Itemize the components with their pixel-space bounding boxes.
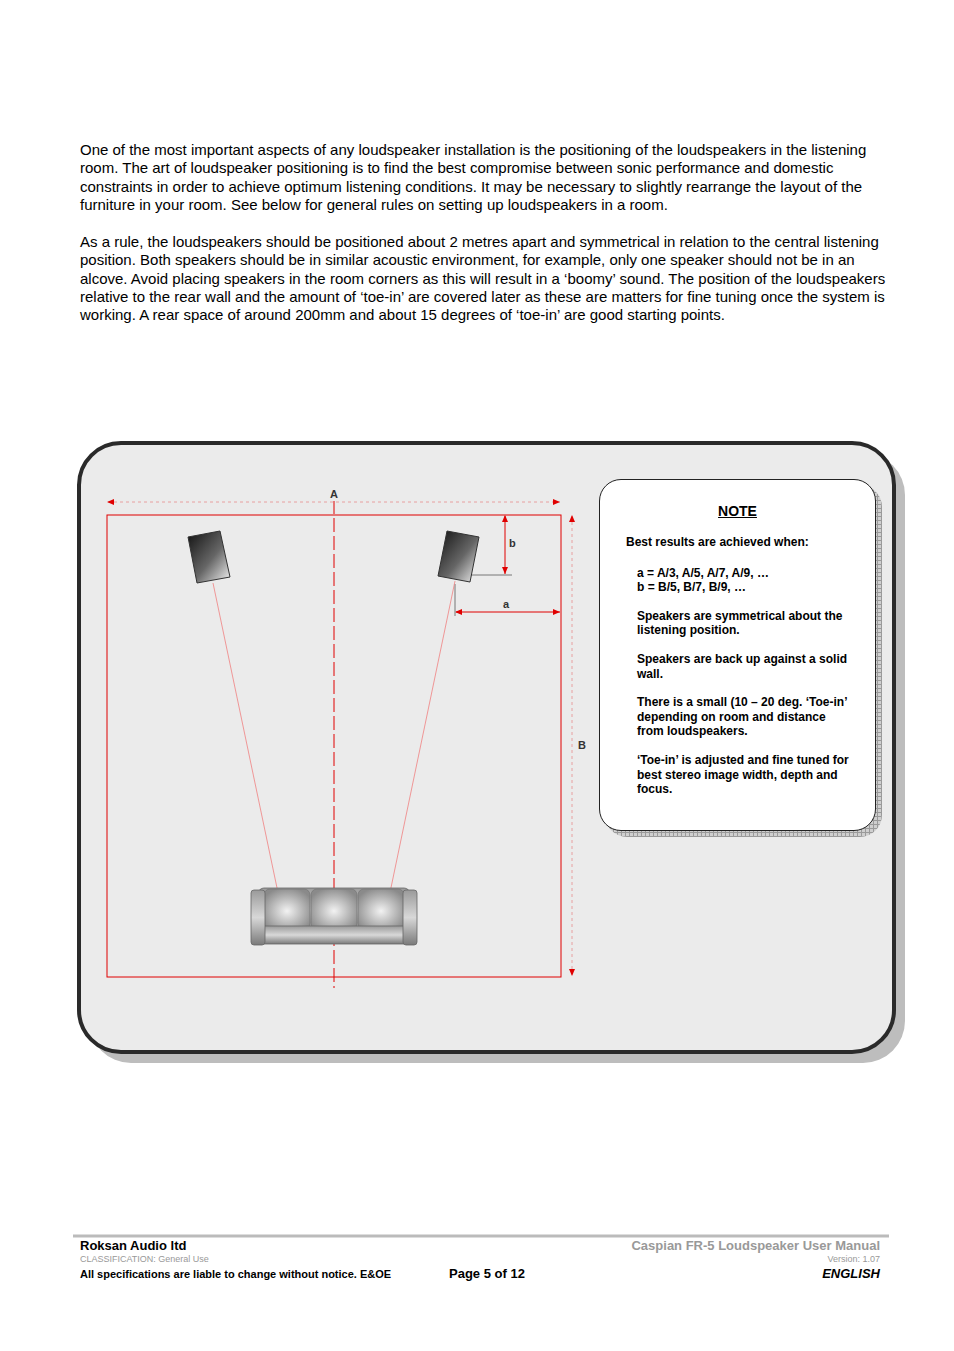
loudspeaker <box>188 531 230 583</box>
dimension-line <box>108 502 560 503</box>
dimension-line <box>505 516 506 574</box>
footer-disclaimer: All specifications are liable to change … <box>80 1267 391 1281</box>
note-item: Speakers are back up against a solid wal… <box>637 652 849 681</box>
dimension-line <box>456 612 560 613</box>
sight-line <box>383 581 455 926</box>
body-paragraph: One of the most important aspects of any… <box>80 141 888 214</box>
footer-company: Roksan Audio ltd <box>80 1238 186 1254</box>
dimension-label: a <box>503 597 509 611</box>
note-intro: Best results are achieved when: <box>626 535 863 550</box>
panel <box>79 443 894 1052</box>
footer-classification: CLASSIFICATION: General Use <box>80 1254 209 1265</box>
note-item: b = B/5, B/7, B/9, … <box>637 580 849 595</box>
extension-line <box>470 575 512 576</box>
footer-version: Version: 1.07 <box>827 1254 880 1265</box>
body-paragraph: As a rule, the loudspeakers should be po… <box>80 233 888 324</box>
sight-line <box>213 583 285 926</box>
note-item: ‘Toe-in’ is adjusted and fine tuned for … <box>637 753 849 797</box>
dimension-label: B <box>578 738 586 752</box>
footer-language: ENGLISH <box>822 1266 880 1282</box>
sofa <box>251 888 417 945</box>
note-box: NOTE Best results are achieved when: a = A… <box>599 479 876 831</box>
dimension-label: A <box>328 487 340 501</box>
note-heading: NOTE <box>612 502 863 520</box>
dimension-line <box>572 516 573 976</box>
note-item: Speakers are symmetrical about the liste… <box>637 609 849 638</box>
footer-title: Caspian FR-5 Loudspeaker User Manual <box>631 1238 880 1254</box>
note-item: a = A/3, A/5, A/7, A/9, … <box>637 566 849 581</box>
page-number: Page 5 of 12 <box>449 1266 525 1282</box>
loudspeaker <box>438 531 479 582</box>
dimension-label: b <box>509 536 516 550</box>
note-item: There is a small (10 – 20 deg. ‘Toe-in’ … <box>637 695 849 739</box>
extension-line <box>455 584 456 616</box>
footer-rule <box>73 1235 889 1238</box>
